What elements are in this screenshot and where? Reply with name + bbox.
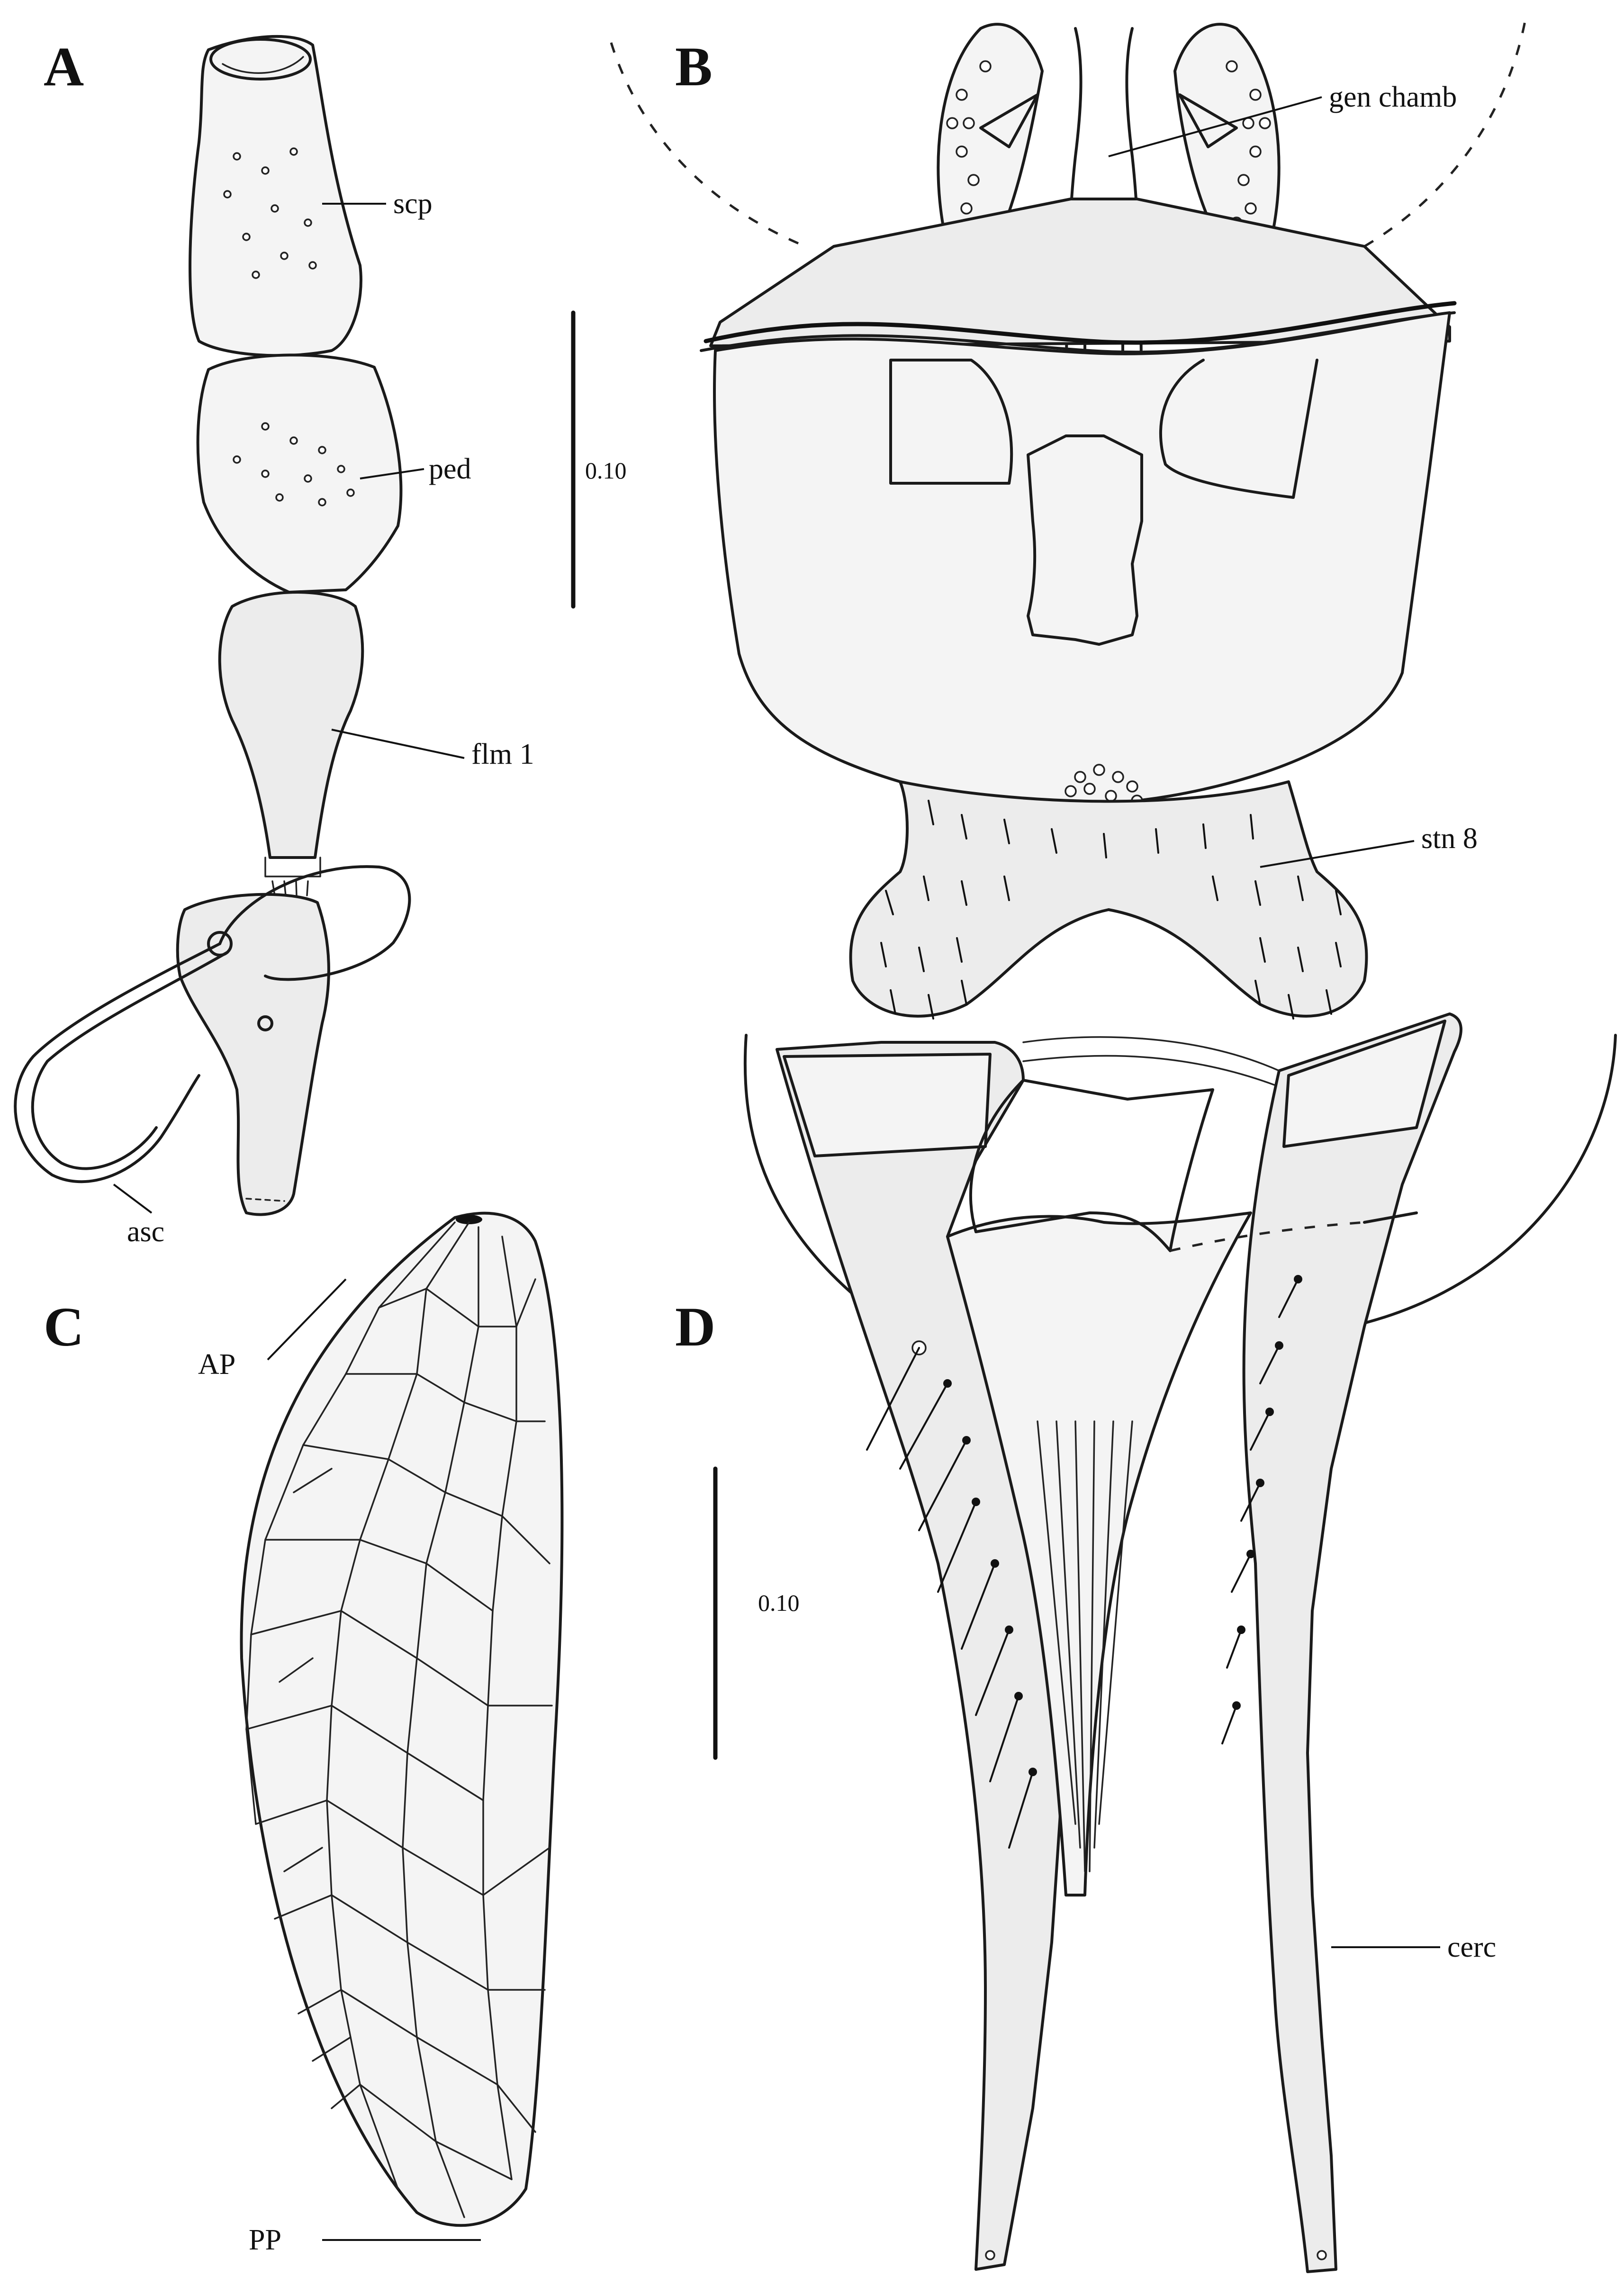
pedicel-pits (233, 422, 355, 506)
egg-outline (240, 1211, 564, 2227)
label-scp: scp (393, 188, 433, 220)
pedicel-segment (196, 353, 403, 594)
label-flm1: flm 1 (471, 738, 534, 770)
epiproct-plate (946, 1211, 1252, 1897)
label-ap: AP (198, 1348, 235, 1381)
flagellomere-1-segment (218, 591, 364, 859)
panel-a: A (14, 35, 627, 1248)
chorion-reticulation (245, 1221, 553, 2218)
label-ped: ped (429, 453, 471, 485)
sternite-8-plate (849, 780, 1368, 1018)
panel-b: B (610, 18, 1527, 1020)
sternite-7-median-process (1027, 434, 1143, 646)
segment-outline-left (743, 1034, 883, 1319)
cercus-right-setae (1221, 1275, 1302, 1744)
ascoid-loop-upper (218, 865, 411, 981)
scale-label-d: 0.10 (758, 1590, 800, 1616)
label-asc: asc (127, 1216, 164, 1248)
panel-letter-a: A (44, 36, 84, 98)
sternite-8-setae (880, 800, 1342, 1020)
segment-outline-right (1349, 1034, 1617, 1328)
panel-letter-d: D (675, 1296, 715, 1358)
label-gen-chamb: gen chamb (1329, 81, 1457, 113)
epiproct-striations (1037, 1420, 1133, 1872)
scape-pits (223, 147, 317, 279)
label-pp: PP (249, 2224, 281, 2256)
ascoid-loop-lower (14, 942, 221, 1183)
scape-segment (189, 35, 362, 357)
panel-letter-b: B (675, 36, 713, 98)
membrane-dashed-edge (1170, 1221, 1365, 1252)
panel-c: C AP PP (44, 1211, 564, 2256)
sternite-7-plate (713, 311, 1451, 805)
membrane-window (969, 1079, 1214, 1252)
flagellomere-2-segment (176, 893, 330, 1216)
label-stn8: stn 8 (1421, 822, 1478, 855)
cercus-left-reticulate-patch (783, 1053, 992, 1157)
egg-anterior-pole-cap (456, 1215, 482, 1224)
cercus-right-reticulate-patch (1282, 1020, 1446, 1148)
cercus-left-setae (866, 1340, 1037, 1849)
cercus-right (1242, 1012, 1462, 2273)
label-cerc: cerc (1447, 1931, 1496, 1963)
panel-letter-c: C (44, 1296, 84, 1358)
scape-socket-rim (209, 38, 312, 81)
panel-d: D (675, 1012, 1617, 2273)
scale-label-a: 0.10 (585, 457, 627, 484)
